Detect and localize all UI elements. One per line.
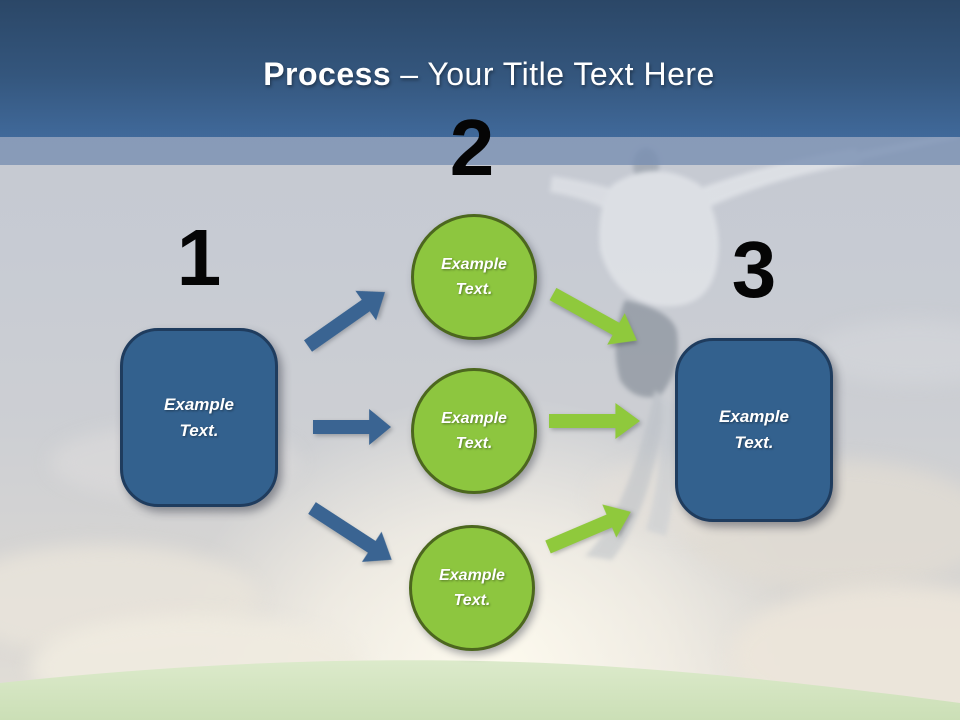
step-number-3: 3: [731, 225, 777, 314]
step-number-2: 2: [449, 103, 495, 192]
middle-circle-3: Example Text.: [409, 525, 535, 651]
step-number-1: 1: [176, 213, 222, 302]
title-keyword: Process: [263, 56, 392, 92]
slide-title: Process– Your Title Text Here: [245, 56, 715, 93]
end-box: Example Text.: [675, 338, 833, 522]
arrow-blue-bottom-icon: [302, 493, 401, 575]
middle-circle-2-label: Example Text.: [441, 410, 507, 452]
end-box-label: Example Text.: [719, 407, 789, 452]
grass-hill: [0, 660, 960, 720]
title-bar: Process– Your Title Text Here: [0, 0, 960, 137]
middle-circle-2: Example Text.: [411, 368, 537, 494]
title-subtext: – Your Title Text Here: [400, 56, 715, 92]
arrow-blue-middle-icon: [313, 409, 391, 445]
arrow-blue-top-icon: [298, 277, 396, 360]
subheader-band: [0, 137, 960, 165]
start-box: Example Text.: [120, 328, 278, 507]
arrow-green-top-icon: [544, 278, 645, 356]
middle-circle-3-label: Example Text.: [439, 567, 505, 609]
arrow-green-bottom-icon: [541, 495, 638, 563]
middle-circle-1: Example Text.: [411, 214, 537, 340]
arrow-green-middle-icon: [549, 403, 640, 439]
middle-circle-1-label: Example Text.: [441, 256, 507, 298]
start-box-label: Example Text.: [164, 394, 234, 440]
